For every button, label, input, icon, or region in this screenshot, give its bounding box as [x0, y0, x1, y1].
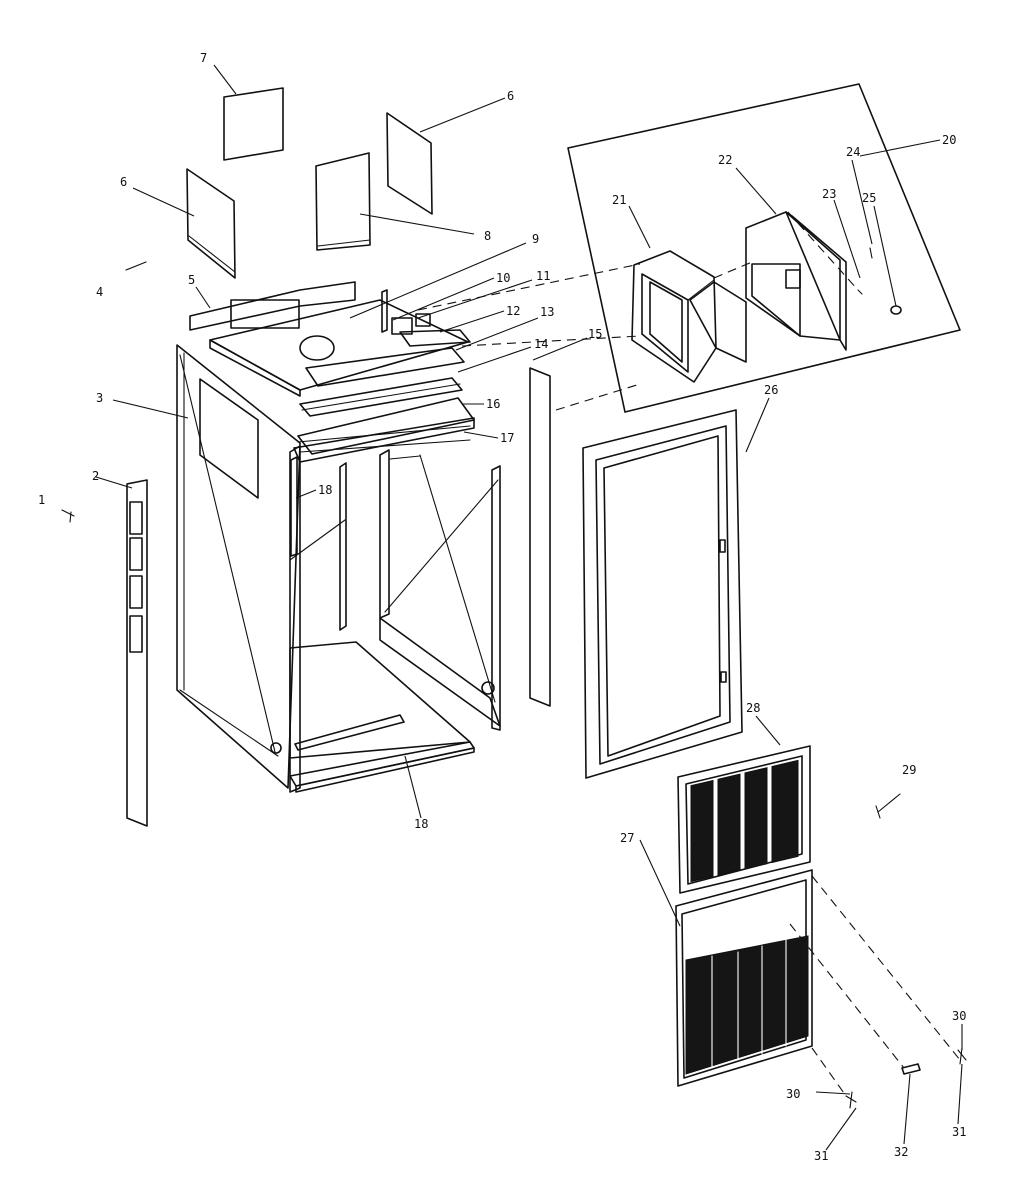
leader-lines	[95, 64, 963, 1151]
cabinet-side-panel-3	[176, 344, 301, 789]
callout-6-left: 6	[120, 175, 127, 189]
callout-28: 28	[746, 701, 760, 715]
callout-9: 9	[532, 232, 539, 246]
callout-20: 20	[942, 133, 956, 147]
strip-14	[299, 377, 463, 417]
callout-30-bottom: 30	[786, 1087, 800, 1101]
panel-6-right	[386, 112, 433, 215]
callout-16: 16	[486, 397, 500, 411]
callout-11: 11	[536, 269, 550, 283]
callout-5: 5	[188, 273, 195, 287]
callout-17: 17	[500, 431, 514, 445]
panel-7	[223, 87, 284, 161]
screw-4	[125, 261, 147, 271]
cabinet-bottom	[289, 641, 475, 793]
callout-12: 12	[506, 304, 520, 318]
callout-31-bottom: 31	[814, 1149, 828, 1163]
strip-13	[305, 347, 465, 387]
duct-frame-21	[631, 250, 717, 383]
callout-22: 22	[718, 153, 732, 167]
callout-labels: 7 6 6 8 9 10 11 12 13 14 15 16 17 18 5 4…	[38, 51, 966, 1163]
callout-24: 24	[846, 145, 860, 159]
callout-21: 21	[612, 193, 626, 207]
callout-23: 23	[822, 187, 836, 201]
callout-6-top: 6	[507, 89, 514, 103]
callout-3: 3	[96, 391, 103, 405]
callout-10: 10	[496, 271, 510, 285]
fastener-24	[869, 247, 873, 259]
callout-32: 32	[894, 1145, 908, 1159]
fastener-23	[857, 289, 863, 295]
panel-6-left	[186, 168, 236, 279]
assembly-guide-lines	[417, 211, 961, 1097]
callout-13: 13	[540, 305, 554, 319]
screw-29	[875, 793, 901, 819]
callout-31-right: 31	[952, 1125, 966, 1139]
duct-box-22	[745, 211, 847, 351]
callout-30-right: 30	[952, 1009, 966, 1023]
plate-17	[293, 417, 475, 463]
brackets-10-11	[381, 289, 431, 335]
callout-8: 8	[484, 229, 491, 243]
fastener-30-bottom	[845, 1091, 857, 1109]
grille-strip-2	[126, 479, 148, 827]
callout-4: 4	[96, 285, 103, 299]
vertical-strip-15	[529, 367, 551, 707]
callout-25: 25	[862, 191, 876, 205]
callout-27: 27	[620, 831, 634, 845]
callout-1: 1	[38, 493, 45, 507]
callout-7: 7	[200, 51, 207, 65]
callout-18-side: 18	[318, 483, 332, 497]
cabinet-right-side	[379, 449, 501, 731]
callout-26: 26	[764, 383, 778, 397]
callout-15: 15	[588, 327, 602, 341]
filter-grille-28	[677, 745, 811, 894]
rear-panel-5	[189, 281, 356, 331]
callout-2: 2	[92, 469, 99, 483]
clip-25	[890, 305, 902, 315]
callout-29: 29	[902, 763, 916, 777]
callout-14: 14	[534, 337, 548, 351]
screw-1	[61, 509, 75, 523]
handle-32	[901, 1063, 921, 1075]
strip-12	[399, 329, 471, 347]
fastener-30-right	[957, 1047, 967, 1065]
door-frame-26	[582, 409, 743, 779]
subassembly-outline-20	[567, 83, 961, 413]
panel-8	[315, 152, 371, 251]
duct-sleeve-21b	[689, 281, 747, 363]
front-grille-27	[675, 869, 813, 1087]
callout-18-bottom: 18	[414, 817, 428, 831]
